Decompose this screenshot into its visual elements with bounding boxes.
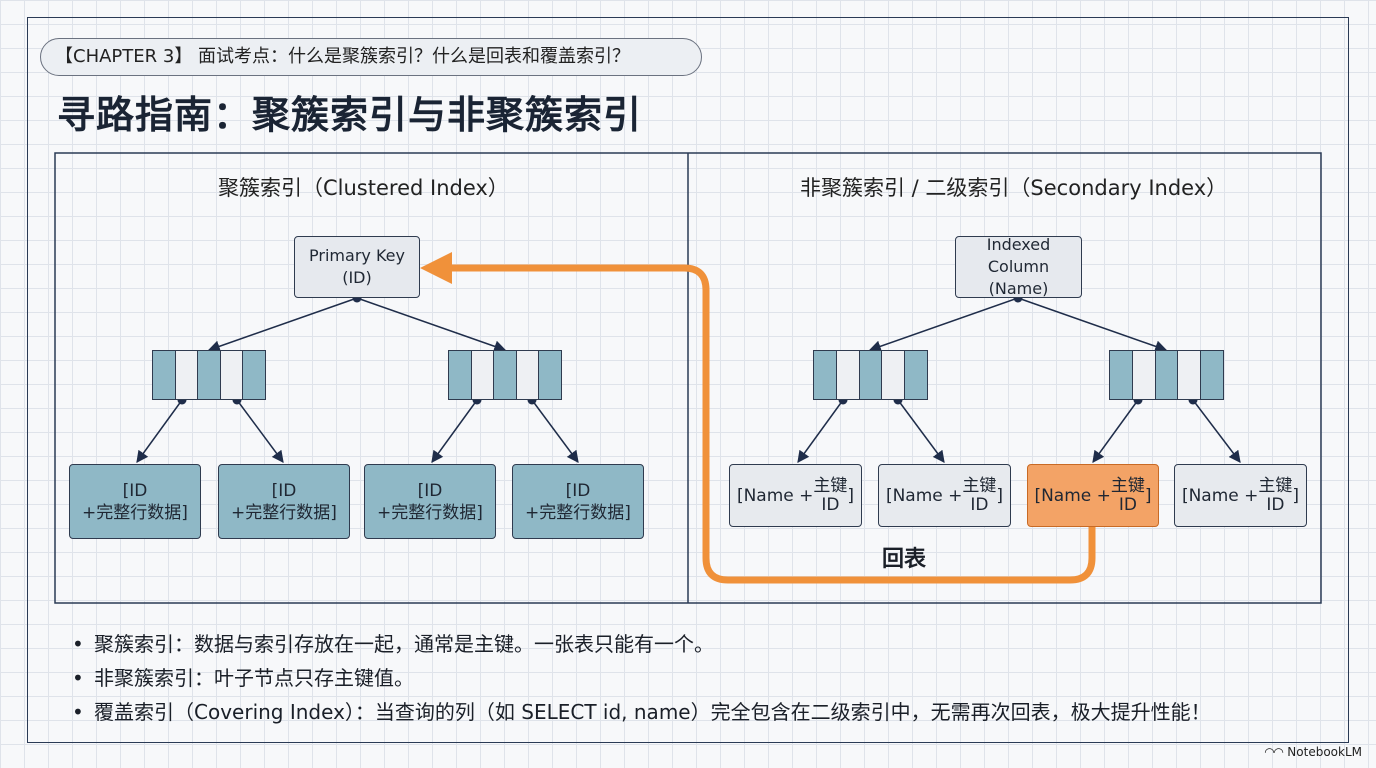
leaf-row-text: +完整行数据] bbox=[82, 502, 188, 523]
leaf-bracket: ] bbox=[1144, 485, 1152, 506]
clustered-edges bbox=[136, 297, 579, 463]
leaf-pk-text: 主键 bbox=[1110, 475, 1145, 496]
leaf-pk-text: 主键 bbox=[962, 475, 997, 496]
leaf-bracket: ] bbox=[996, 485, 1004, 506]
clustered-root-node: Primary Key (ID) bbox=[294, 236, 420, 298]
leaf-bracket: ] bbox=[1292, 485, 1300, 506]
leaf-name-text: [Name + bbox=[1034, 485, 1111, 506]
clustered-root-key: (ID) bbox=[342, 268, 372, 287]
leaf-id-text: [ID bbox=[271, 480, 297, 501]
leaf-row-text: +完整行数据] bbox=[231, 502, 337, 523]
clustered-leaf-node: [ID+完整行数据] bbox=[364, 464, 496, 539]
clustered-leaf-node: [ID+完整行数据] bbox=[218, 464, 350, 539]
clustered-internal-node bbox=[152, 350, 266, 400]
notebooklm-logo-icon: ◠◠ bbox=[1264, 745, 1284, 759]
leaf-id-text: [ID bbox=[565, 480, 591, 501]
chapter-label: 【CHAPTER 3】 面试考点：什么是聚簇索引？什么是回表和覆盖索引？ bbox=[40, 38, 702, 76]
leaf-pk-id: ID bbox=[970, 494, 989, 515]
secondary-root-label: Indexed Column bbox=[986, 235, 1051, 276]
leaf-bracket: ] bbox=[847, 485, 855, 506]
leaf-pk-id: ID bbox=[1118, 494, 1137, 515]
leaf-row-text: +完整行数据] bbox=[525, 502, 631, 523]
secondary-root-key: (Name) bbox=[988, 279, 1049, 298]
notebooklm-brand: ◠◠NotebookLM bbox=[1265, 745, 1362, 759]
bullet-list: 聚簇索引：数据与索引存放在一起，通常是主键。一张表只能有一个。 非聚簇索引：叶子… bbox=[72, 627, 1211, 729]
leaf-pk-id: ID bbox=[1266, 494, 1285, 515]
lookup-label: 回表 bbox=[882, 547, 927, 572]
leaf-name-text: [Name + bbox=[885, 485, 963, 506]
lookup-arrowhead bbox=[420, 252, 452, 284]
secondary-root-node: Indexed Column (Name) bbox=[955, 235, 1082, 298]
secondary-internal-node bbox=[1109, 350, 1224, 400]
leaf-row-text: +完整行数据] bbox=[377, 502, 483, 523]
secondary-edges bbox=[797, 297, 1241, 463]
leaf-pk-text: 主键 bbox=[813, 475, 848, 496]
secondary-panel-title: 非聚簇索引 / 二级索引（Secondary Index） bbox=[800, 176, 1228, 200]
leaf-id-text: [ID bbox=[122, 480, 148, 501]
bullet-secondary: 非聚簇索引：叶子节点只存主键值。 bbox=[72, 661, 1211, 695]
leaf-pk-text: 主键 bbox=[1258, 475, 1293, 496]
clustered-root-label: Primary Key bbox=[309, 246, 405, 265]
secondary-internal-node bbox=[813, 350, 928, 400]
bullet-clustered: 聚簇索引：数据与索引存放在一起，通常是主键。一张表只能有一个。 bbox=[72, 627, 1211, 661]
lookup-arrow-path bbox=[448, 264, 1096, 584]
leaf-pk-id: ID bbox=[821, 494, 840, 515]
brand-text: NotebookLM bbox=[1287, 745, 1362, 759]
clustered-leaf-node: [ID+完整行数据] bbox=[512, 464, 644, 539]
clustered-internal-node bbox=[448, 350, 562, 400]
slide-frame bbox=[27, 17, 1349, 743]
clustered-leaf-node: [ID+完整行数据] bbox=[69, 464, 201, 539]
slide-title: 寻路指南：聚簇索引与非聚簇索引 bbox=[57, 93, 643, 137]
bullet-covering: 覆盖索引（Covering Index）：当查询的列（如 SELECT id, … bbox=[72, 695, 1211, 729]
leaf-id-text: [ID bbox=[417, 480, 443, 501]
leaf-name-text: [Name + bbox=[1181, 485, 1259, 506]
clustered-panel-title: 聚簇索引（Clustered Index） bbox=[218, 176, 509, 200]
leaf-name-text: [Name + bbox=[736, 485, 814, 506]
